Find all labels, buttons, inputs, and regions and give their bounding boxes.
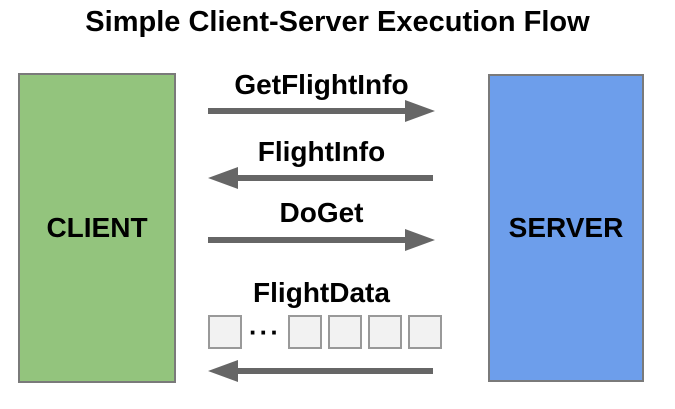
data-chunk [288,315,322,349]
data-chunk [368,315,402,349]
data-chunk [208,315,242,349]
flight-data-stream: ··· [208,315,448,349]
arrow-shaft [208,108,409,114]
client-label: CLIENT [46,212,148,243]
message-label-flightdata: FlightData [253,277,390,308]
arrow-head-right-icon [405,229,435,251]
diagram-title: Simple Client-Server Execution Flow [85,6,590,38]
arrow-flightdata [208,360,435,382]
arrow-head-right-icon [405,100,435,122]
server-label: SERVER [508,212,624,243]
data-chunk [408,315,442,349]
arrow-head-left-icon [208,167,238,189]
arrow-flightinfo [208,167,435,189]
server-node: SERVER [488,74,644,382]
arrow-head-left-icon [208,360,238,382]
arrow-shaft [234,175,433,181]
arrow-shaft [234,368,433,374]
data-chunk [328,315,362,349]
arrow-shaft [208,237,409,243]
client-node: CLIENT [18,73,176,383]
message-label-doget: DoGet [279,197,364,228]
message-label-getflightinfo: GetFlightInfo [234,69,409,100]
arrow-getflightinfo [208,100,435,122]
message-label-flightinfo: FlightInfo [257,136,386,167]
arrow-doget [208,229,435,251]
stream-ellipsis: ··· [249,317,281,347]
